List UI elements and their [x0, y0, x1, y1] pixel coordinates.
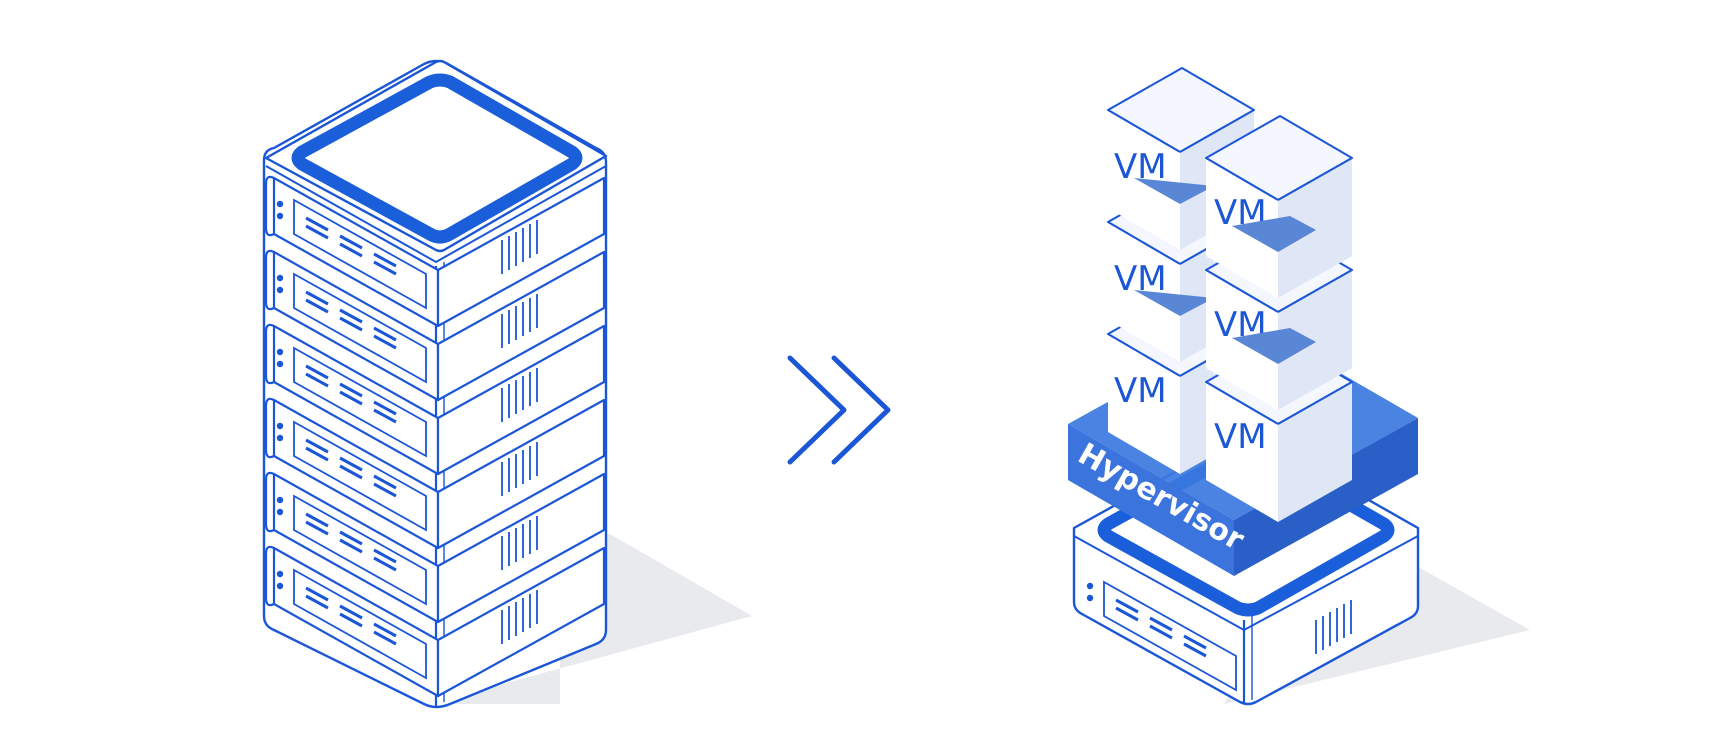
server-top-ring	[291, 73, 583, 244]
physical-server	[262, 59, 752, 709]
double-chevron-right-icon	[787, 355, 891, 465]
vm-cube-6: VM	[1107, 291, 1255, 475]
vm-label: VM	[1214, 417, 1267, 457]
server-rack-stack	[262, 59, 608, 709]
virtualized-server: Hypervisor VM VM VM VM VM VM	[1068, 67, 1530, 706]
vm-cube-5: VM	[1205, 339, 1353, 523]
vm-label: VM	[1114, 371, 1167, 411]
